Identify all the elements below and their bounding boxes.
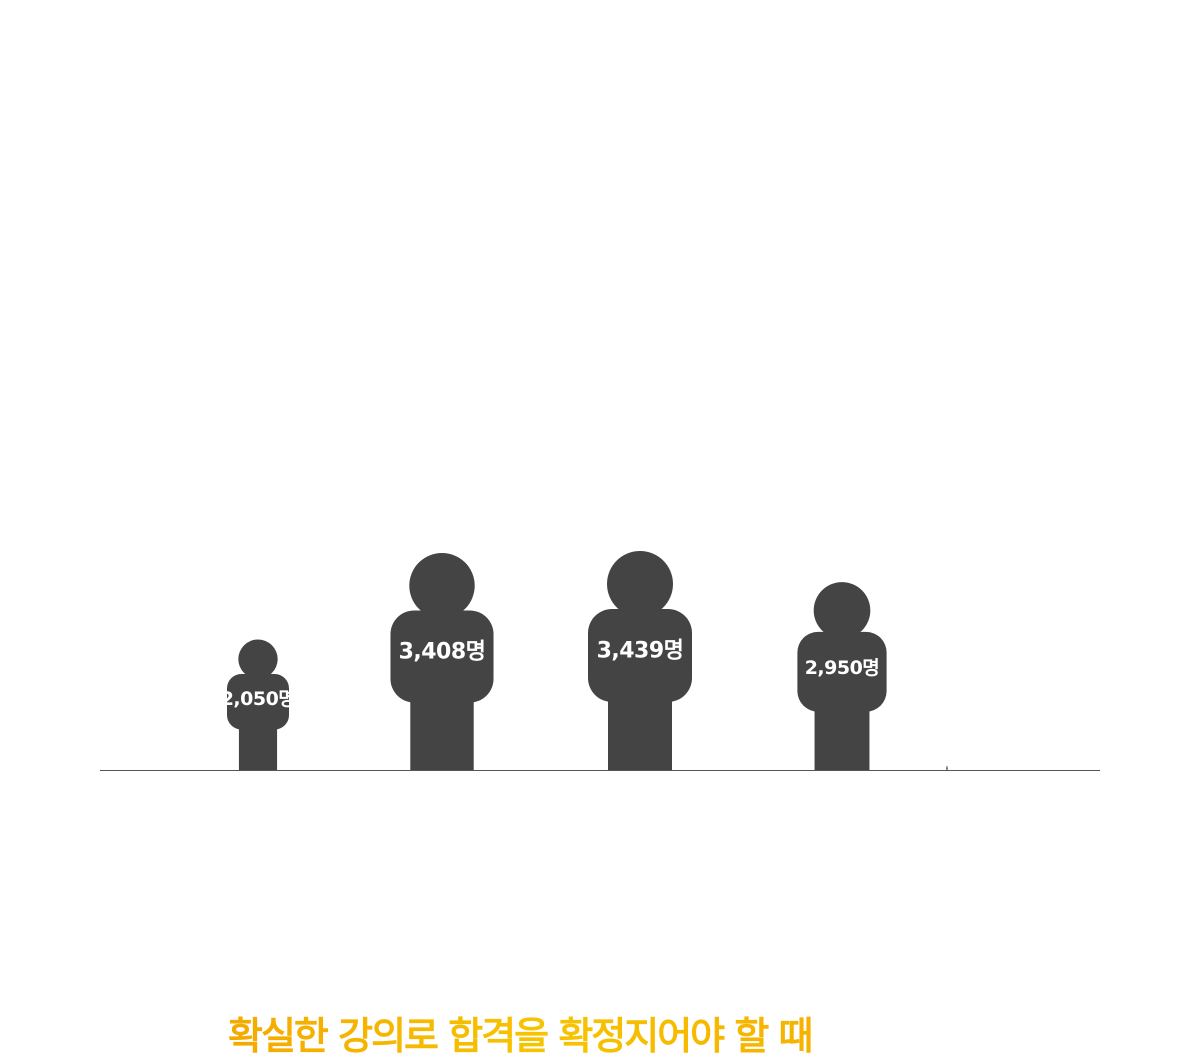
value-label: 2,950명 bbox=[805, 657, 880, 679]
person-figure: 2,050명 bbox=[221, 639, 296, 770]
headline-text: 확실한 강의로 합격을 확정지어야 할 때 bbox=[228, 1008, 814, 1064]
person-head-mark bbox=[946, 766, 948, 768]
person-torso-mark bbox=[227, 674, 289, 730]
person-figure: 2,950명 bbox=[797, 582, 887, 770]
person-legs-mark bbox=[946, 767, 948, 770]
person-legs-mark bbox=[410, 701, 474, 770]
person-figure: 3,439명 bbox=[588, 551, 692, 770]
person-head-mark bbox=[813, 582, 871, 639]
person-legs-mark bbox=[608, 701, 672, 770]
person-head-mark bbox=[409, 552, 475, 619]
person-figure bbox=[946, 766, 948, 770]
value-label: 2,050명 bbox=[221, 688, 296, 710]
person-legs-mark bbox=[238, 728, 278, 770]
value-label: 3,439명 bbox=[597, 638, 684, 663]
value-label: 3,408명 bbox=[399, 639, 486, 664]
person-figure: 3,408명 bbox=[390, 552, 494, 770]
figure-group: 2,050명 3,408명 3,439명 2,950명 bbox=[221, 551, 948, 770]
person-legs-mark bbox=[814, 710, 870, 770]
person-head-mark bbox=[607, 551, 673, 617]
person-torso-mark bbox=[588, 609, 692, 702]
person-head-mark bbox=[238, 639, 278, 679]
person-torso-mark bbox=[797, 631, 887, 712]
person-torso-mark bbox=[390, 610, 494, 703]
